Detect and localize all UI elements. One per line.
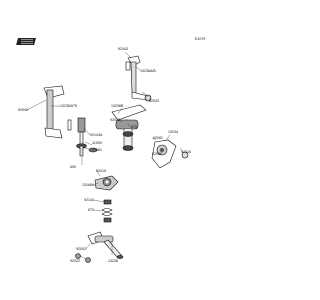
bottom-shaft-assembly	[75, 231, 124, 263]
parts-diagram: E1079	[16, 37, 205, 263]
label-92144: 92144	[84, 198, 94, 202]
label-13236AB: 13236A/B	[140, 69, 156, 73]
leader-lines	[26, 51, 184, 260]
label-92033: 92033	[149, 99, 159, 103]
label-13236-75: 13236/075	[60, 104, 77, 108]
label-13236B: 13236B	[111, 104, 124, 108]
label-92015: 92015	[96, 169, 106, 173]
kawasaki-logo-icon	[16, 38, 36, 45]
label-11009: 11009	[92, 141, 102, 145]
label-92015-b: 92015	[181, 150, 191, 154]
shift-pedal-left	[43, 85, 72, 139]
label-600: 600	[70, 165, 76, 169]
label-92144A: 92144A	[90, 133, 103, 137]
label-92043: 92043	[118, 47, 128, 51]
shaft-bolt	[76, 117, 98, 157]
label-13236: 13236	[108, 259, 118, 263]
link-arm-right	[151, 139, 189, 169]
label-92081: 92081	[92, 148, 102, 152]
lower-arm	[94, 175, 119, 223]
part-labels: 92043 13236A/B 92033 13236B 92022 670 13…	[18, 47, 191, 263]
page-id: E1079	[195, 37, 205, 41]
label-13168A: 13168A	[82, 183, 95, 187]
label-13234: 13234	[168, 130, 178, 134]
label-92045: 92045	[18, 108, 28, 112]
label-670-b: 670	[88, 208, 94, 212]
shift-shaft-part	[111, 104, 147, 151]
label-92022-b: 92022	[70, 259, 80, 263]
label-92081-b: 92081	[153, 136, 163, 140]
label-92022-a: 92022	[110, 118, 120, 122]
label-670-a: 670	[131, 125, 137, 129]
label-92068: 92068	[152, 152, 162, 156]
label-92002: 92002	[76, 247, 86, 251]
shift-lever-upper	[125, 55, 152, 102]
exploded-view: E1079	[16, 37, 205, 263]
